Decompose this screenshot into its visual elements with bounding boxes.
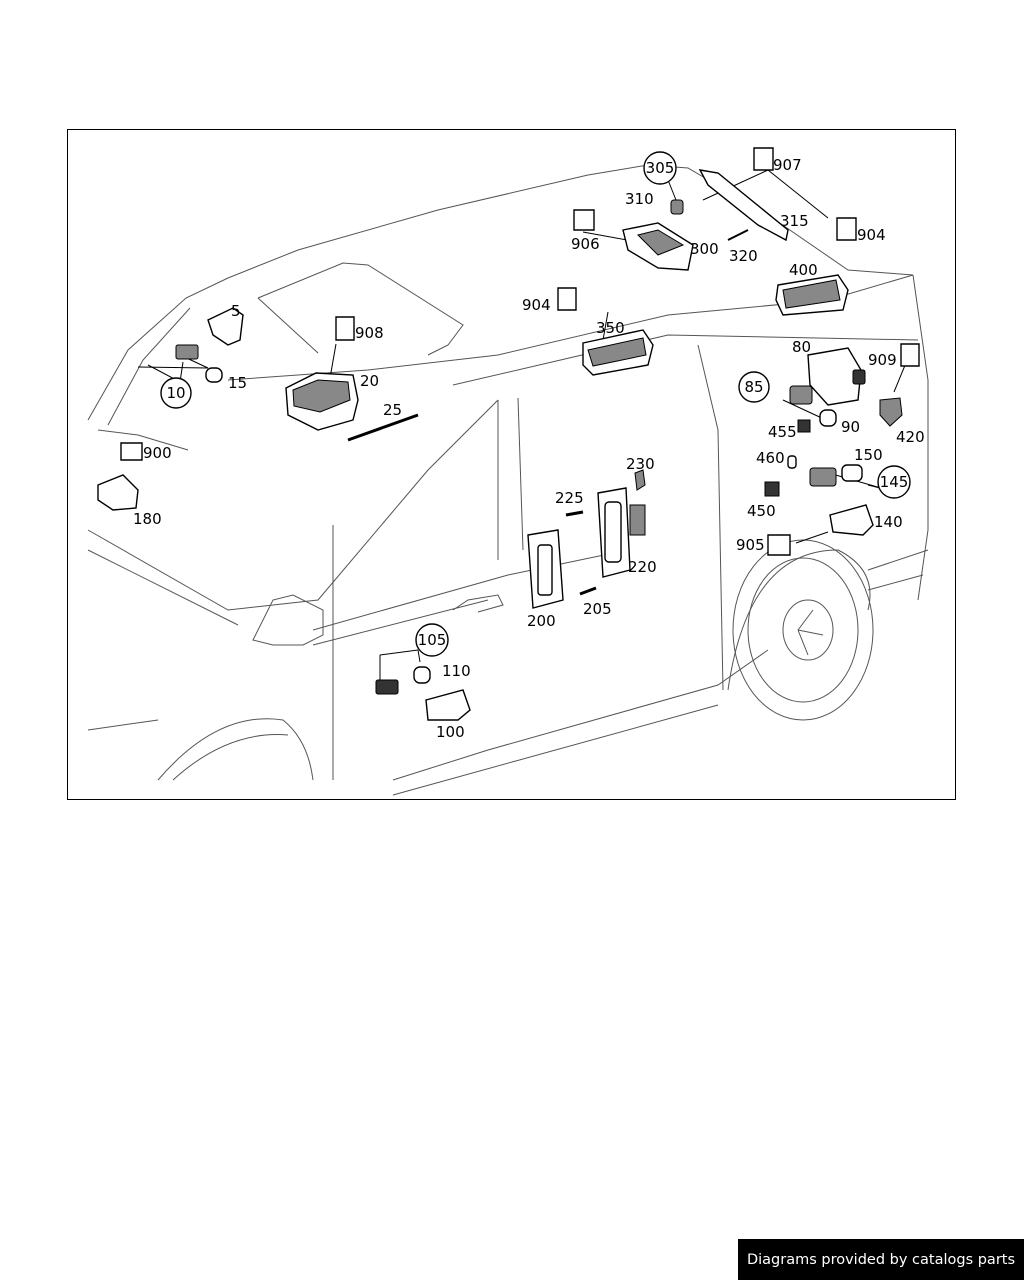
reference-number-labels: 900 904 904 905 906 907 908 909	[143, 156, 897, 554]
callout-circles	[160, 151, 911, 657]
label-105: 105	[418, 631, 447, 649]
label-10: 10	[166, 384, 185, 402]
label-145: 145	[880, 473, 909, 491]
vehicle-outline	[87, 164, 929, 796]
label-90: 90	[841, 418, 860, 436]
label-15: 15	[228, 374, 247, 392]
ref-label-900: 900	[143, 444, 172, 462]
part-number-labels: 5 10 15 20 25 80 85 90 100 105 110 140 1…	[133, 159, 925, 741]
credit-banner: Diagrams provided by catalogs parts	[738, 1239, 1024, 1280]
label-85: 85	[744, 378, 763, 396]
label-315: 315	[780, 212, 809, 230]
label-220: 220	[628, 558, 657, 576]
label-80: 80	[792, 338, 811, 356]
ref-label-905: 905	[736, 536, 765, 554]
ref-label-904-left: 904	[522, 296, 551, 314]
ref-label-909: 909	[868, 351, 897, 369]
ref-label-904-right: 904	[857, 226, 886, 244]
label-150: 150	[854, 446, 883, 464]
label-310: 310	[625, 190, 654, 208]
part-shapes	[97, 169, 903, 721]
label-400: 400	[789, 261, 818, 279]
label-180: 180	[133, 510, 162, 528]
label-25: 25	[383, 401, 402, 419]
label-460: 460	[756, 449, 785, 467]
credit-text: Diagrams provided by catalogs parts	[746, 1251, 1016, 1268]
label-320: 320	[729, 247, 758, 265]
label-225: 225	[555, 489, 584, 507]
label-20: 20	[360, 372, 379, 390]
label-420: 420	[896, 428, 925, 446]
label-455: 455	[768, 423, 797, 441]
parts-diagram: 5 10 15 20 25 80 85 90 100 105 110 140 1…	[87, 147, 929, 796]
label-300: 300	[690, 240, 719, 258]
label-100: 100	[436, 723, 465, 741]
reference-symbols	[120, 147, 920, 556]
label-350: 350	[596, 319, 625, 337]
label-140: 140	[874, 513, 903, 531]
label-5: 5	[231, 302, 241, 320]
label-110: 110	[442, 662, 471, 680]
label-305: 305	[646, 159, 675, 177]
label-230: 230	[626, 455, 655, 473]
parts-diagram-frame: 5 10 15 20 25 80 85 90 100 105 110 140 1…	[67, 129, 956, 800]
label-200: 200	[527, 612, 556, 630]
ref-label-906: 906	[571, 235, 600, 253]
ref-label-907: 907	[773, 156, 802, 174]
label-450: 450	[747, 502, 776, 520]
label-205: 205	[583, 600, 612, 618]
ref-label-908: 908	[355, 324, 384, 342]
